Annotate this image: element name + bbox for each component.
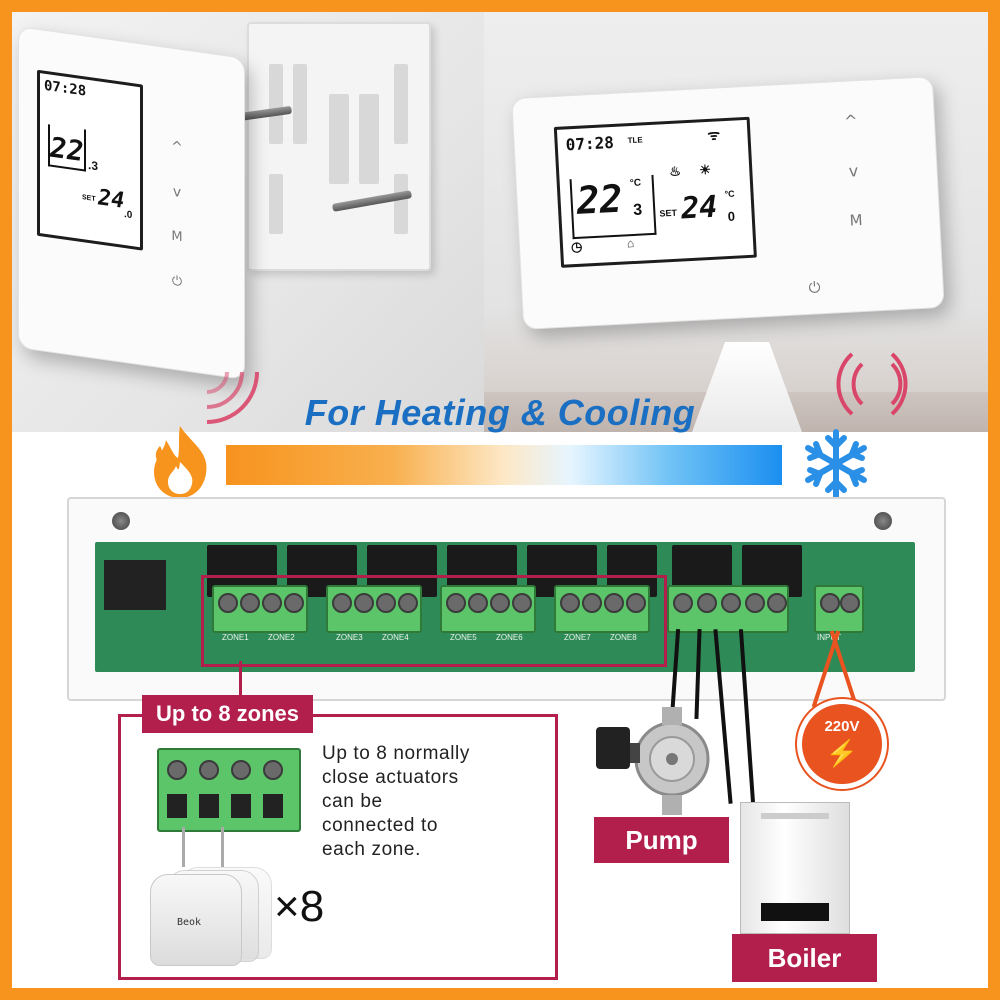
wall-mounting-plate — [247, 22, 431, 271]
zones-highlight-box — [201, 575, 667, 667]
zones-description-line: each zone. — [322, 839, 421, 860]
banner-title: For Heating & Cooling — [304, 392, 696, 433]
enclosure-screw — [112, 512, 130, 530]
set-temperature: 24 — [680, 189, 719, 227]
up-button[interactable]: ^ — [171, 138, 183, 157]
room-temperature-decimal: 3 — [632, 201, 643, 219]
sun-icon: ☀ — [698, 161, 712, 178]
lcd-display: 07:28 22 .3 SET 24 .0 — [37, 69, 143, 251]
enclosure-screw — [874, 512, 892, 530]
flame-icon — [154, 426, 207, 498]
down-button[interactable]: v — [848, 161, 859, 181]
transformer — [104, 560, 166, 610]
lock-icon: ⌂ — [626, 235, 635, 251]
set-label: SET — [82, 194, 96, 203]
zones-description-line: close actuators — [322, 767, 459, 788]
room-temperature: 22 — [575, 176, 624, 223]
boiler-image — [740, 802, 850, 934]
zone-terminal-block-1-2 — [212, 585, 308, 633]
set-label: SET — [659, 207, 678, 219]
up-button[interactable]: ^ — [843, 111, 859, 131]
set-temperature: 24 — [98, 185, 125, 215]
zone-terminal-closeup — [157, 748, 301, 832]
product-image-frame: 07:28 22 .3 SET 24 .0 ^ v M ⏻ 07:28 TLE … — [12, 12, 988, 988]
tle-label: TLE — [627, 135, 643, 146]
room-temperature-unit: °C — [629, 177, 642, 190]
wifi-icon: ᯤ — [706, 126, 721, 143]
pump-label: Pump — [594, 817, 729, 863]
actuator-wires — [182, 827, 224, 867]
voltage-label: 220V — [824, 718, 860, 735]
zone-terminal-block-7-8 — [554, 585, 650, 633]
input-label: INPUT — [817, 633, 841, 642]
power-button[interactable]: ⏻ — [808, 278, 821, 297]
wireless-signal-left-icon — [206, 371, 259, 424]
lightning-icon: ⚡ — [825, 738, 859, 768]
zone-label: ZONE3 — [336, 633, 363, 642]
zone-terminal-block-3-4 — [326, 585, 422, 633]
snowflake-icon — [805, 429, 867, 499]
lcd-time: 07:28 — [565, 132, 615, 155]
zone-label: ZONE2 — [268, 633, 295, 642]
pump-icon — [596, 707, 710, 815]
zone-label: ZONE8 — [610, 633, 637, 642]
set-temperature-decimal: .0 — [124, 208, 133, 222]
heating-icon: ♨ — [668, 163, 682, 180]
zone-label: ZONE7 — [564, 633, 591, 642]
thermostat-side-view: 07:28 22 .3 SET 24 .0 ^ v M ⏻ — [18, 26, 245, 380]
room-temperature-decimal: .3 — [88, 157, 99, 174]
output-terminal-block — [667, 585, 789, 633]
actuator-brand: Beok — [177, 917, 202, 928]
mode-button[interactable]: M — [171, 228, 183, 246]
actuator-multiplier: ×8 — [274, 882, 325, 931]
zone-label: ZONE5 — [450, 633, 477, 642]
actuator: Beok — [150, 874, 242, 966]
mode-button[interactable]: M — [849, 210, 864, 230]
lcd-display: 07:28 TLE ᯤ 22 °C 3 ♨ ☀ SET 24 °C 0 ◷ ⌂ — [553, 116, 757, 268]
wall-mount-photo: 07:28 22 .3 SET 24 .0 ^ v M ⏻ — [12, 12, 484, 432]
zones-description: Up to 8 normally close actuators can be … — [322, 742, 542, 862]
zone-label: ZONE4 — [382, 633, 409, 642]
zone-terminal-block-5-6 — [440, 585, 536, 633]
zone-label: ZONE6 — [496, 633, 523, 642]
zone-label: ZONE1 — [222, 633, 249, 642]
lcd-time: 07:28 — [44, 77, 87, 100]
zones-description-line: can be — [322, 791, 383, 812]
heating-cooling-gradient-bar — [226, 445, 782, 485]
clock-icon: ◷ — [570, 238, 583, 255]
power-input-terminal — [814, 585, 864, 633]
wireless-signal-right-icon — [836, 352, 908, 416]
zones-description-line: connected to — [322, 815, 439, 836]
boiler-label: Boiler — [732, 934, 877, 982]
down-button[interactable]: v — [172, 183, 182, 201]
set-temperature-unit: °C — [724, 188, 735, 200]
set-temperature-decimal: 0 — [727, 208, 736, 225]
power-voltage-badge: 220V ⚡ — [797, 699, 887, 789]
zones-description-line: Up to 8 normally — [322, 743, 470, 764]
room-temperature: 22 — [50, 130, 84, 169]
power-button[interactable]: ⏻ — [171, 273, 183, 291]
thermostat-front-view: 07:28 TLE ᯤ 22 °C 3 ♨ ☀ SET 24 °C 0 ◷ ⌂ … — [511, 76, 945, 330]
zones-badge: Up to 8 zones — [142, 695, 314, 733]
